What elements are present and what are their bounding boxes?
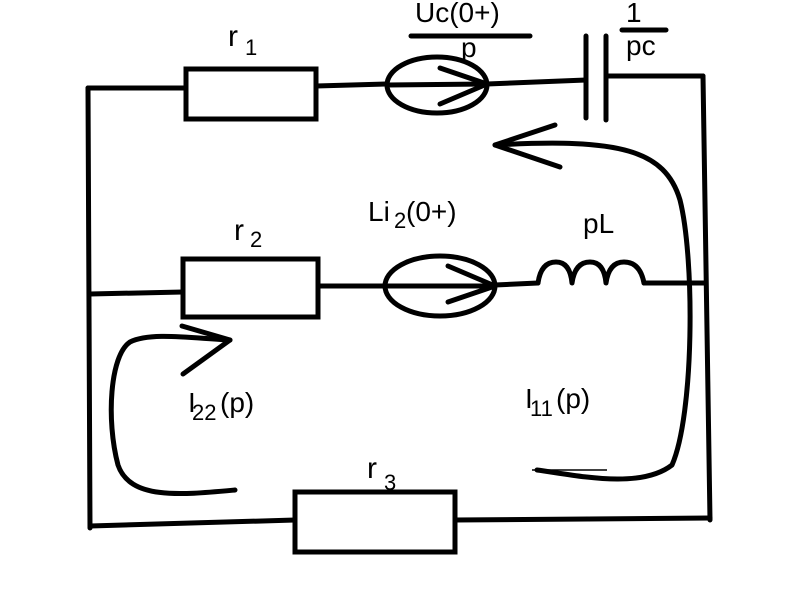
li-subscript: 2 xyxy=(394,208,406,233)
resistor-r3 xyxy=(292,489,458,555)
i11-label: I xyxy=(525,383,533,414)
mid-wire-right xyxy=(492,280,541,288)
cap-numerator: 1 xyxy=(626,0,642,28)
r2-subscript: 2 xyxy=(250,227,262,252)
r2-label: r xyxy=(234,214,244,247)
inductor xyxy=(535,259,647,286)
uc-numerator: Uc(0+) xyxy=(415,0,500,28)
loop-current-i22-arrow xyxy=(108,323,238,497)
voltage-source-uc xyxy=(384,54,490,116)
li-label: Li xyxy=(368,196,390,227)
r3-label: r xyxy=(367,452,377,485)
capacitor xyxy=(583,33,609,123)
bottom-wire-right xyxy=(452,515,713,523)
bottom-wire-left xyxy=(87,517,298,529)
i11-tail: (p) xyxy=(556,383,590,414)
mid-wire-left xyxy=(87,289,186,297)
loop-current-i11-arrow xyxy=(492,122,693,482)
li-tail: (0+) xyxy=(406,196,457,227)
r1-subscript: 1 xyxy=(245,35,257,60)
uc-denominator: p xyxy=(461,32,477,63)
i22-label: I xyxy=(188,387,196,418)
resistor-r1 xyxy=(183,66,319,122)
top-wire-mid xyxy=(313,81,390,89)
top-wire-right xyxy=(484,77,589,87)
r3-subscript: 3 xyxy=(384,470,396,495)
left-wire xyxy=(85,85,93,531)
i22-tail: (p) xyxy=(220,387,254,418)
i22-subscript: 22 xyxy=(192,400,216,425)
right-wire xyxy=(700,73,713,523)
i11-subscript: 11 xyxy=(530,396,553,421)
cap-denominator: pc xyxy=(626,30,656,61)
inductor-label: pL xyxy=(583,208,614,239)
voltage-source-li xyxy=(382,253,498,319)
r1-label: r xyxy=(228,20,238,53)
resistor-r2 xyxy=(180,256,321,320)
